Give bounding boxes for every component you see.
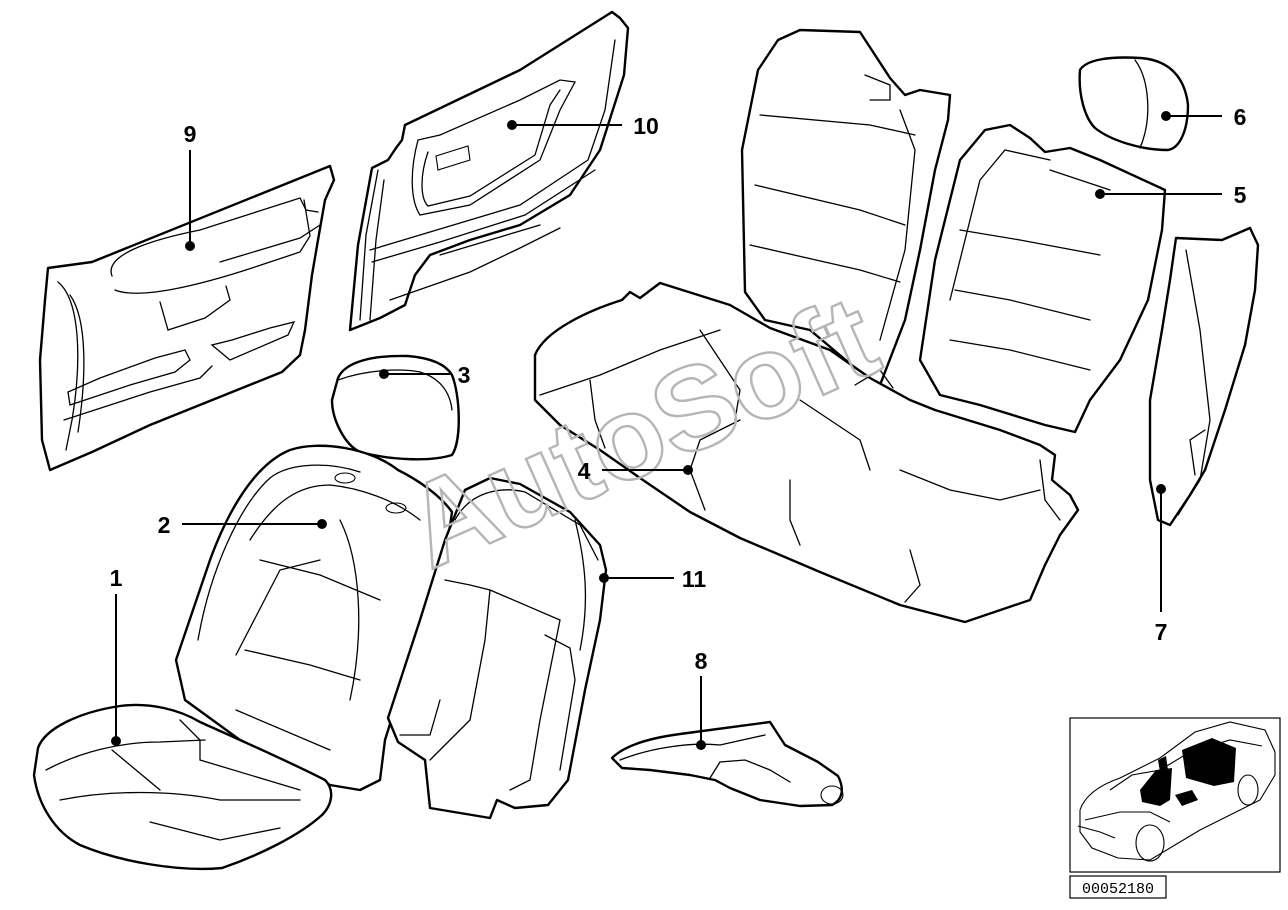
diagram-number-box bbox=[1069, 875, 1167, 899]
highlighted-seats-icon bbox=[1140, 738, 1236, 806]
callout-2[interactable]: 2 bbox=[158, 512, 171, 538]
part-7-side-bolster[interactable] bbox=[1148, 226, 1260, 527]
callout-4-dot bbox=[683, 465, 693, 475]
callout-11[interactable]: 11 bbox=[682, 566, 707, 592]
vehicle-location-thumbnail[interactable]: 00052180 bbox=[1069, 717, 1281, 899]
callout-8-dot bbox=[696, 740, 706, 750]
callout-8[interactable]: 8 bbox=[695, 648, 708, 674]
part-1-front-seat-cushion[interactable] bbox=[32, 703, 333, 871]
leader-lines bbox=[111, 111, 1222, 750]
callout-9-dot bbox=[185, 241, 195, 251]
callout-5[interactable]: 5 bbox=[1234, 182, 1247, 208]
callout-10[interactable]: 10 bbox=[633, 113, 659, 139]
callout-1[interactable]: 1 bbox=[110, 565, 123, 591]
callout-5-dot bbox=[1095, 189, 1105, 199]
callout-10-dot bbox=[507, 120, 517, 130]
diagram-number: 00052180 bbox=[1082, 881, 1154, 898]
callout-3-dot bbox=[379, 369, 389, 379]
rear-backrest-left[interactable] bbox=[740, 28, 952, 387]
part-6-rear-headrest[interactable] bbox=[1078, 56, 1190, 152]
callout-7-dot bbox=[1156, 484, 1166, 494]
part-4-rear-seat-cushion[interactable] bbox=[533, 281, 1080, 624]
car-outline-icon bbox=[1077, 721, 1276, 862]
callout-labels: 1 2 3 4 5 6 7 8 9 10 11 bbox=[110, 104, 1247, 674]
part-10-rear-side-panel[interactable] bbox=[348, 10, 630, 332]
callout-7[interactable]: 7 bbox=[1155, 619, 1168, 645]
callout-1-dot bbox=[111, 736, 121, 746]
callout-2-dot bbox=[317, 519, 327, 529]
part-8-armrest[interactable] bbox=[610, 720, 844, 808]
part-9-front-door-panel[interactable] bbox=[38, 164, 336, 472]
callout-11-dot bbox=[599, 573, 609, 583]
part-5-rear-backrest-right[interactable] bbox=[918, 123, 1167, 434]
part-11-backrest-rear-panel[interactable] bbox=[386, 476, 608, 820]
callout-9[interactable]: 9 bbox=[184, 121, 197, 147]
part-3-front-headrest[interactable] bbox=[330, 354, 460, 461]
callout-3[interactable]: 3 bbox=[458, 362, 471, 388]
callout-6[interactable]: 6 bbox=[1234, 104, 1247, 130]
callout-6-dot bbox=[1161, 111, 1171, 121]
callout-4[interactable]: 4 bbox=[578, 458, 591, 484]
